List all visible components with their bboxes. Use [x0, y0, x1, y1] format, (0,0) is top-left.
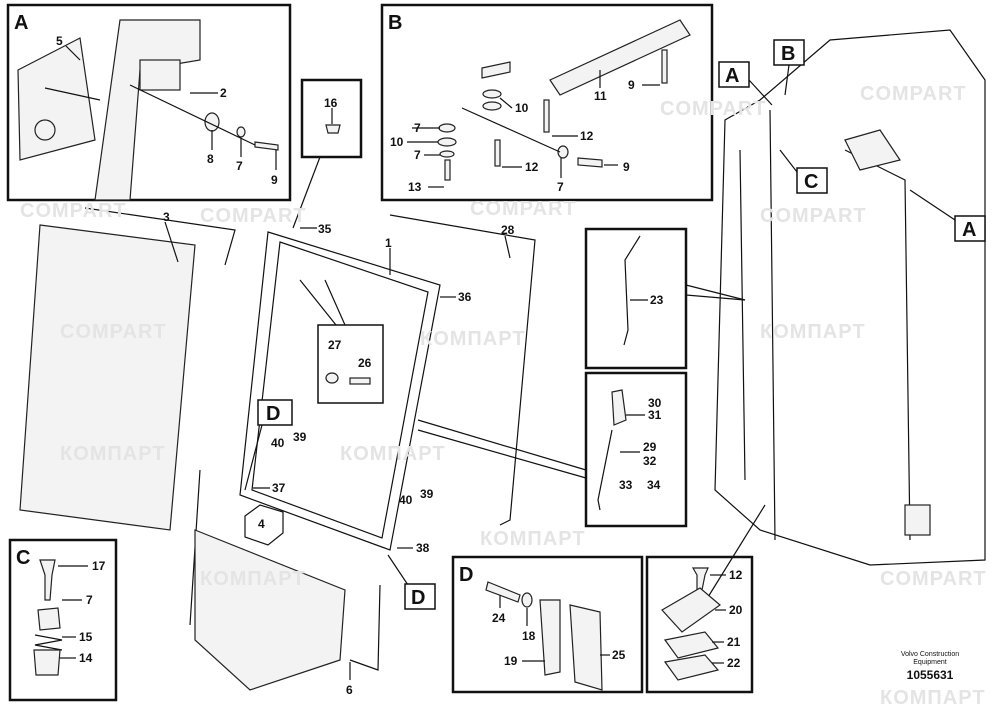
callout-label: 38	[416, 541, 430, 555]
watermark-text: КОМПАРТ	[60, 443, 166, 465]
detail-d: D 24 18 19 25	[451, 555, 644, 694]
callout-label: 10	[390, 135, 404, 149]
watermark-text: COMPART	[760, 205, 867, 227]
callout-label: 8	[207, 152, 214, 166]
callout-label: 7	[557, 180, 564, 194]
callout-label: 10	[515, 101, 529, 115]
callout-label: 18	[522, 629, 536, 643]
callout-label: 40	[399, 493, 413, 507]
box-letter: B	[388, 12, 402, 34]
callout-label: 34	[647, 478, 661, 492]
box-letter: C	[804, 171, 818, 193]
callout-label: 26	[358, 356, 372, 370]
company-name: Equipment	[913, 659, 947, 666]
callout-label: 12	[580, 129, 594, 143]
drawing-number: 1055631	[907, 668, 954, 682]
callout-label: 12	[525, 160, 539, 174]
box-letter: A	[14, 12, 28, 34]
callout-label: 35	[318, 222, 332, 236]
watermark-text: COMPART	[880, 568, 987, 590]
callout-label: 9	[623, 160, 630, 174]
watermark-text: COMPART	[860, 83, 967, 105]
callout-label: 11	[594, 89, 607, 103]
callout-label: 36	[458, 290, 472, 304]
callout-label: 23	[650, 293, 664, 307]
callout-label: 29	[643, 440, 657, 454]
watermark-text: КОМПАРТ	[880, 687, 986, 706]
watermark: COMPART COMPART COMPART COMPART КОМПАРТ …	[20, 83, 987, 706]
callout-label: 25	[612, 648, 626, 662]
detail-23: 23	[584, 227, 746, 370]
callout-label: 5	[56, 34, 63, 48]
callout-label: 16	[324, 96, 338, 110]
callout-label: 31	[648, 408, 662, 422]
watermark-text: COMPART	[200, 205, 307, 227]
callout-label: 13	[408, 180, 422, 194]
callout-label: 21	[727, 635, 741, 649]
callout-label: 2	[220, 86, 227, 100]
callout-label: 7	[414, 148, 421, 162]
watermark-text: КОМПАРТ	[200, 568, 306, 590]
box-letter: B	[781, 43, 795, 65]
watermark-text: КОМПАРТ	[340, 443, 446, 465]
detail-29-34: 30 31 29 32 33 34	[417, 371, 688, 528]
callout-label: 39	[420, 487, 434, 501]
watermark-text: COMPART	[660, 98, 767, 120]
callout-label: 24	[492, 611, 506, 625]
callout-label: 15	[79, 630, 93, 644]
box-letter: A	[725, 65, 739, 87]
detail-c: C 17 7 15 14	[8, 538, 118, 702]
watermark-text: COMPART	[20, 200, 127, 222]
detail-b: B 11 9 10 7 10 7 12 12 9 7 13	[380, 3, 714, 202]
callout-label: 28	[501, 223, 515, 237]
callout-label: 9	[628, 78, 635, 92]
watermark-text: КОМПАРТ	[420, 328, 526, 350]
callout-label: 6	[346, 683, 353, 697]
title-block: Volvo Construction Equipment 1055631	[901, 651, 959, 682]
main-assembly: 35 3 1 28 36 27 26 D 40 39 37 40 39 38 4…	[19, 207, 536, 697]
callout-label: 7	[236, 159, 243, 173]
callout-label: 27	[328, 338, 342, 352]
callout-label: 3	[163, 210, 170, 224]
watermark-text: КОМПАРТ	[760, 321, 866, 343]
box-letter: A	[962, 219, 976, 241]
callout-label: 14	[79, 651, 93, 665]
callout-label: 37	[272, 481, 286, 495]
watermark-text: КОМПАРТ	[480, 528, 586, 550]
callout-label: 20	[729, 603, 743, 617]
callout-label: 4	[258, 517, 265, 531]
callout-label: 7	[414, 121, 421, 135]
box-letter: D	[266, 403, 280, 425]
detail-16: 16	[292, 78, 363, 229]
cab-overview: A B C A	[699, 29, 986, 611]
callout-label: 7	[86, 593, 93, 607]
detail-a: A 5 2 8 7 9	[6, 3, 292, 202]
callout-label: 17	[92, 559, 106, 573]
callout-label: 12	[729, 568, 743, 582]
detail-bracket: 12 20 21 22	[645, 555, 754, 694]
watermark-text: COMPART	[60, 321, 167, 343]
callout-label: 19	[504, 654, 518, 668]
watermark-text: COMPART	[470, 198, 577, 220]
box-letter: C	[16, 547, 30, 569]
callout-label: 32	[643, 454, 657, 468]
callout-label: 33	[619, 478, 633, 492]
box-letter: D	[459, 564, 473, 586]
callout-label: 40	[271, 436, 285, 450]
callout-label: 30	[648, 396, 662, 410]
callout-label: 22	[727, 656, 741, 670]
callout-label: 1	[385, 236, 392, 250]
box-letter: D	[411, 587, 425, 609]
callout-label: 9	[271, 173, 278, 187]
callout-label: 39	[293, 430, 307, 444]
company-name: Volvo Construction	[901, 651, 959, 658]
